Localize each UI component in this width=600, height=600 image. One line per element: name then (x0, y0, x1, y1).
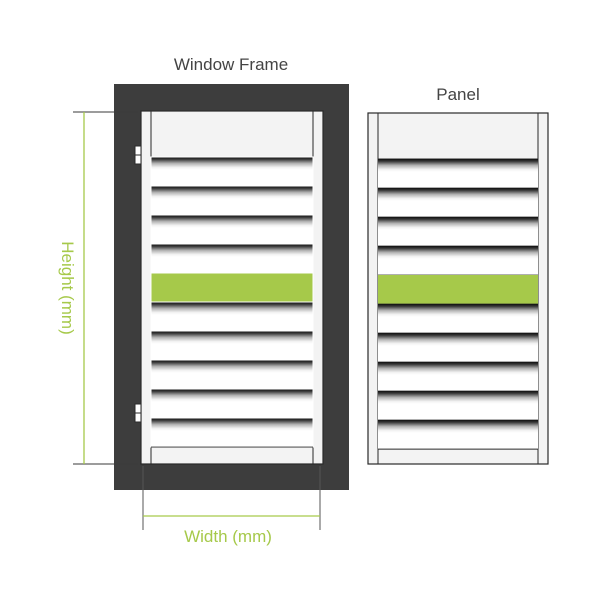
louver (150, 169, 314, 187)
louver-shadow (150, 359, 314, 374)
louver (378, 172, 538, 188)
louver (150, 430, 314, 448)
louver-shadow (378, 246, 538, 259)
louver-shadow (378, 362, 538, 375)
louver-shadow (378, 159, 538, 172)
louver (378, 375, 538, 391)
highlighted-louver (150, 272, 314, 303)
louver-shadow (378, 333, 538, 346)
louver (378, 259, 538, 275)
louver-shadow (150, 417, 314, 432)
louver-shadow (150, 185, 314, 200)
panel-title: Panel (436, 85, 479, 104)
louver-shadow (150, 243, 314, 258)
louver (150, 372, 314, 390)
louver-shadow (150, 330, 314, 345)
louver-shadow (378, 391, 538, 404)
width-label: Width (mm) (184, 527, 272, 546)
height-label: Height (mm) (58, 241, 77, 335)
louver (150, 256, 314, 274)
louver-shadow (150, 388, 314, 403)
louver (378, 404, 538, 420)
louver-shadow (378, 217, 538, 230)
louver (378, 201, 538, 217)
louver-shadow (378, 188, 538, 201)
louver-shadow (378, 420, 538, 433)
width-dimension (142, 466, 321, 530)
louver-shadow (150, 156, 314, 171)
louver-shadow (378, 304, 538, 317)
louver (378, 317, 538, 333)
louver (150, 343, 314, 361)
window-frame-title: Window Frame (174, 55, 288, 74)
louver (150, 401, 314, 419)
louver (378, 230, 538, 246)
panel-shutter (367, 112, 549, 465)
louver (150, 227, 314, 245)
frame-shutter (140, 110, 324, 465)
height-dimension (73, 111, 138, 465)
louver (378, 346, 538, 362)
louver-shadow (150, 214, 314, 229)
louver-shadow (150, 301, 314, 316)
highlighted-louver (378, 275, 538, 304)
louver (378, 433, 538, 449)
louver (150, 314, 314, 332)
louver (150, 198, 314, 216)
